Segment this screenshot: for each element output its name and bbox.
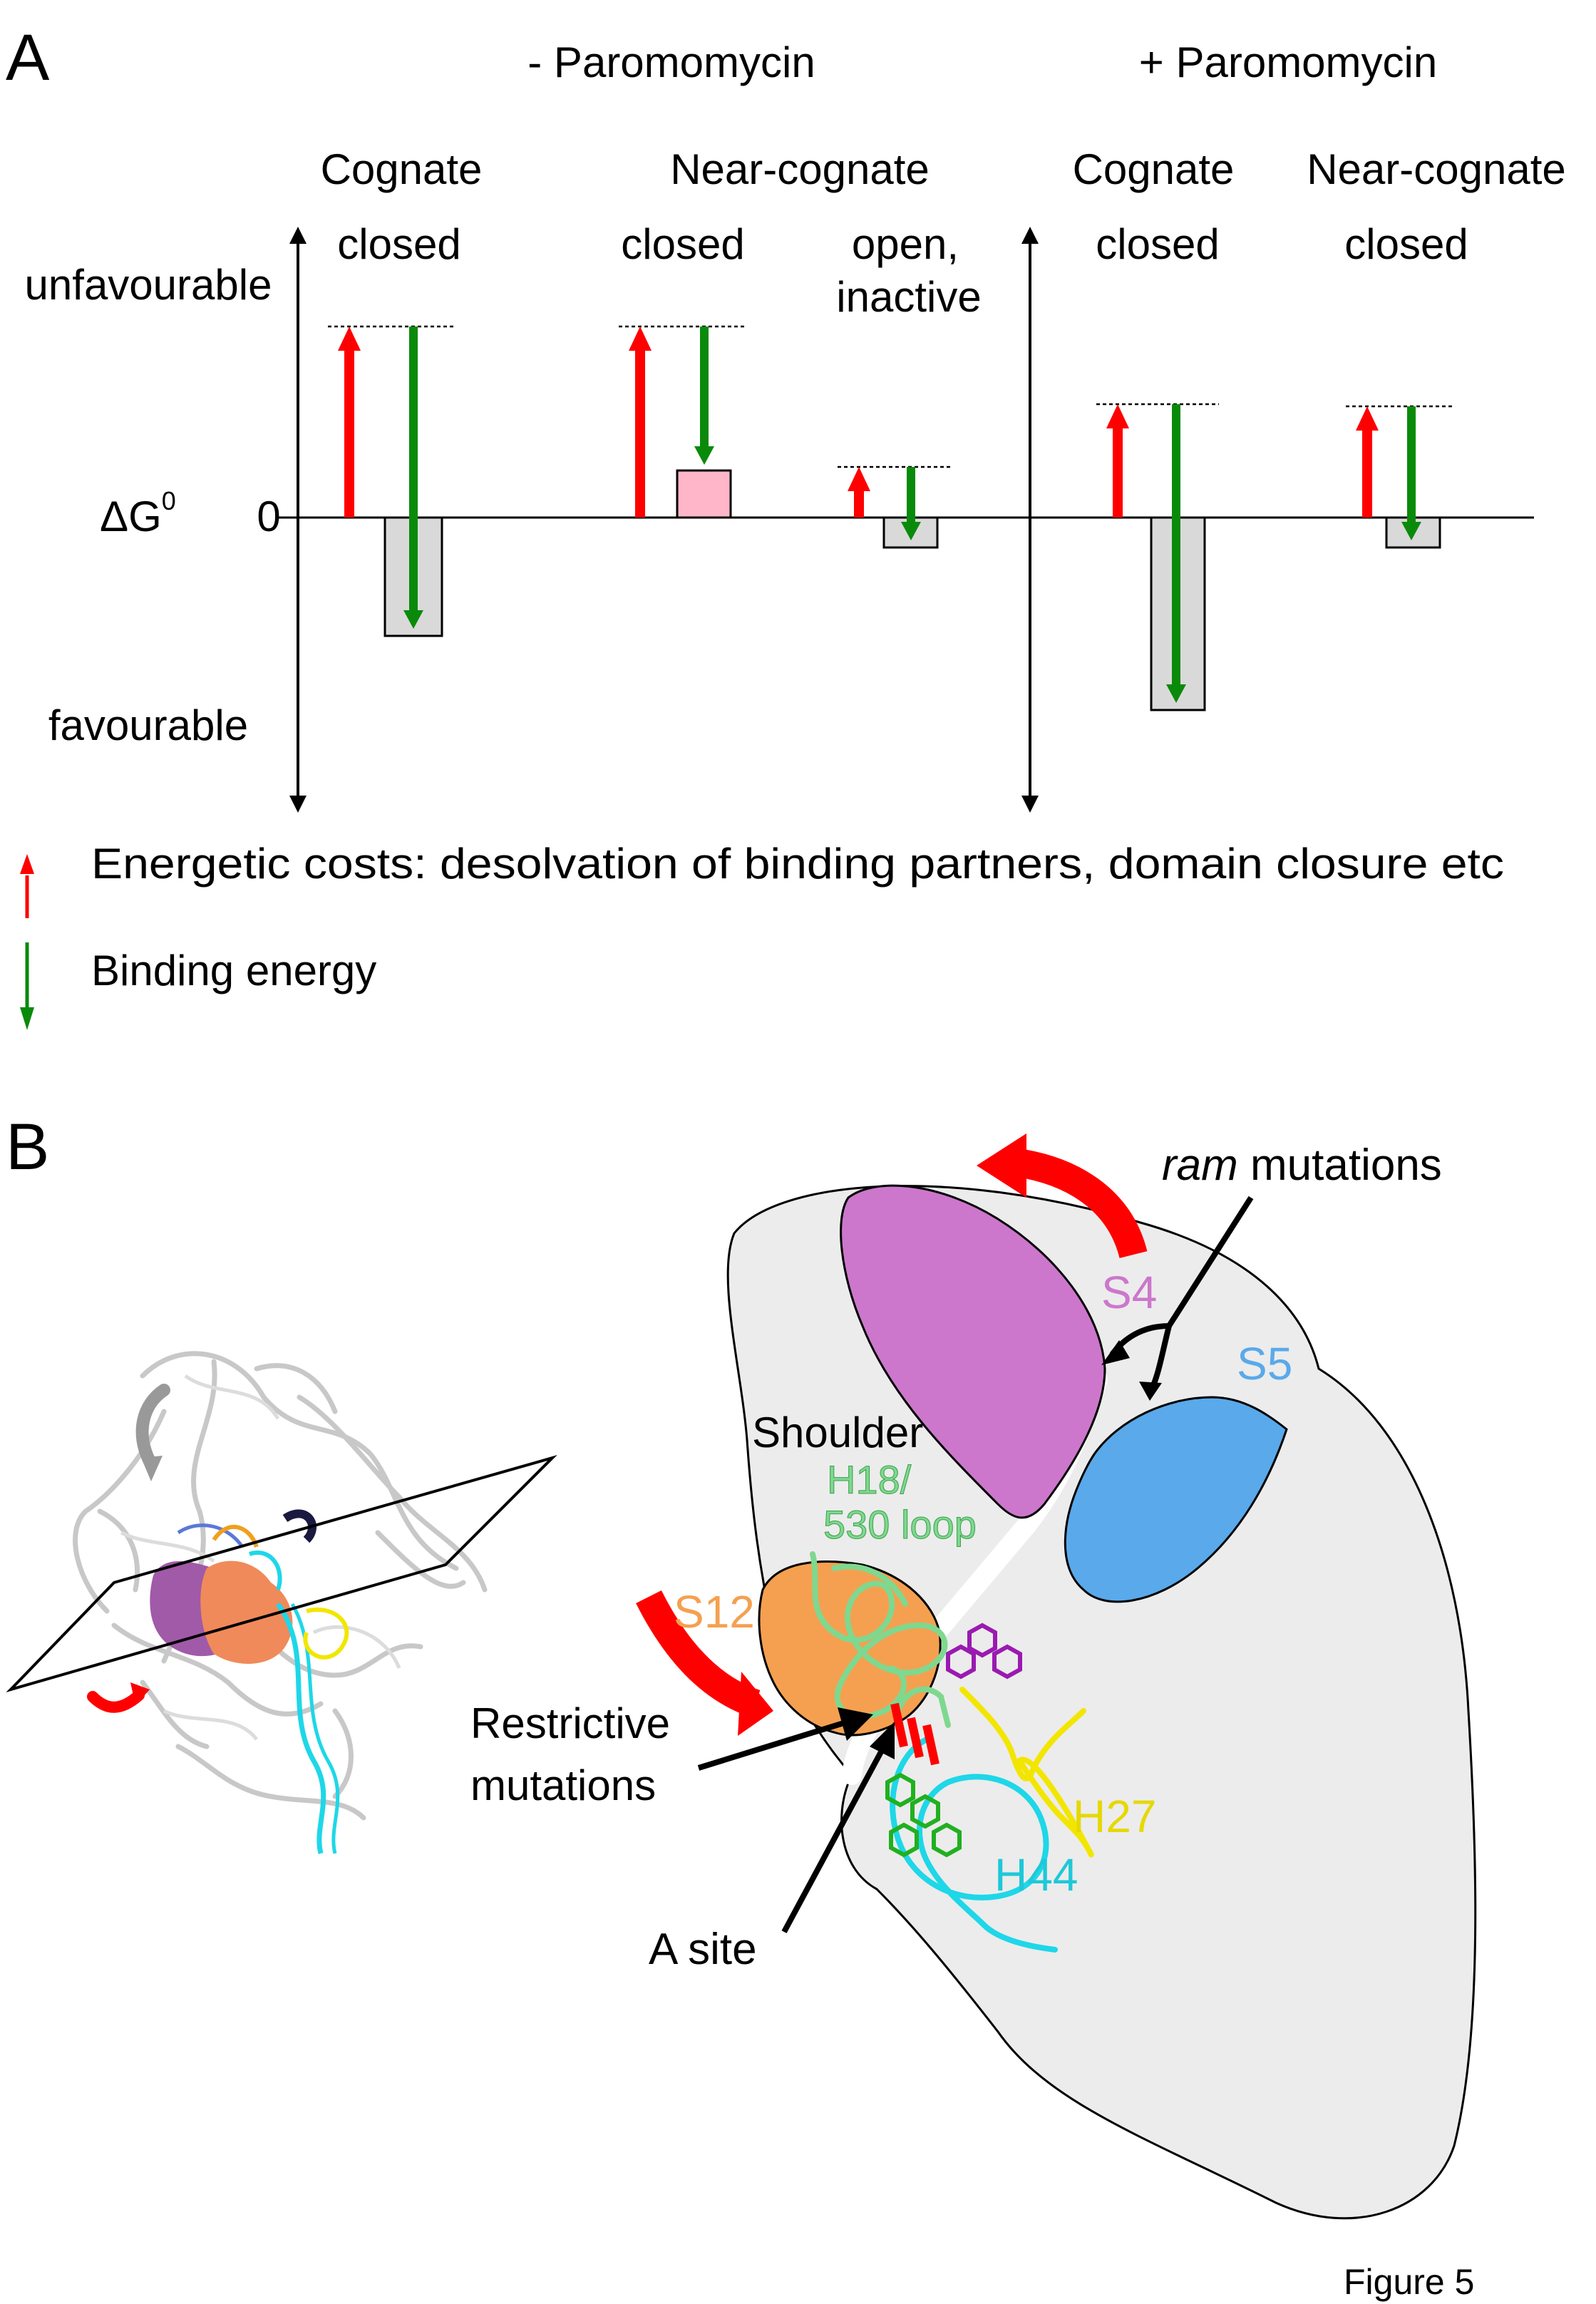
cost-arrow-2-head [629,326,652,351]
s4-label: S4 [1101,1267,1157,1318]
legend-cost-arrow [20,854,34,918]
ribosome-structure-image [6,1351,557,1854]
restrictive-mutation-arrow [697,1707,873,1771]
binding-arrow-1-head [403,610,423,629]
h44-label: H44 [994,1849,1078,1901]
energy-marks [328,325,1454,711]
s5-domain [1064,1396,1288,1603]
cost-arrow-5-head [1356,406,1379,431]
cost-arrow-4-head [1106,404,1129,428]
ram-arrowhead-s5 [1139,1382,1162,1401]
axis-left [289,227,307,813]
s12-domain [758,1560,942,1737]
a-site-nucleotides [885,1772,962,1858]
a-site-arrow [781,1722,895,1933]
y-bottom-label: favourable [48,701,248,749]
panel-b-label: B [6,1111,49,1183]
binding-arrow-3-head [901,522,921,540]
h18-label-line2: 530 loop [823,1502,977,1547]
s12-label: S12 [674,1586,755,1637]
delta-g-label: ΔG0 [100,486,176,540]
s12-movement-arrow [636,1590,773,1736]
codon-anticodon-bars [890,1702,939,1766]
col1-line2: closed [337,220,460,268]
col1-line1: Cognate [321,145,483,193]
binding-arrow-5-head [1401,522,1421,540]
cost-arrow-3-head [848,467,870,491]
ram-mutations-label: ram mutations [1162,1141,1442,1190]
legend-binding-text: Binding energy [91,947,376,994]
binding-arrow-4-head [1166,684,1186,703]
col5-line1: Near-cognate [1307,145,1566,193]
paromomycin-rings [946,1622,1022,1680]
col3-line2: inactive [836,273,981,321]
a-site-label: A site [649,1925,757,1974]
h27-label: H27 [1073,1791,1156,1842]
figure-caption: Figure 5 [1344,2262,1474,2302]
cost-arrow-1-head [338,326,361,351]
axis-right [1021,227,1039,813]
h18-label-line1: H18/ [827,1457,912,1502]
h27-helix [959,1687,1094,1858]
restrictive-label-line2: mutations [470,1762,656,1809]
binding-arrow-2-head [694,446,714,465]
col4-line1: Cognate [1073,145,1235,193]
legend-cost-text: Energetic costs: desolvation of binding … [91,840,1504,888]
s4-domain [840,1184,1106,1519]
col2-line1: Near-cognate [670,145,930,193]
ram-arrowhead-s4 [1101,1340,1130,1365]
header-plus-paromomycin: + Paromomycin [1139,38,1437,86]
col4-line2: closed [1096,220,1219,268]
net-energy-bar-2 [676,469,732,519]
h44-helix [890,1737,1058,1953]
header-minus-paromomycin: - Paromomycin [527,38,815,86]
legend-binding-arrow [20,942,34,1030]
shoulder-label: Shoulder [752,1409,923,1456]
zero-label: 0 [257,493,280,540]
col2-line2: closed [621,220,744,268]
restrictive-label-line1: Restrictive [470,1699,670,1747]
col5-line2: closed [1344,220,1468,268]
panel-a-label: A [6,21,50,94]
col3-line1: open, [852,220,959,268]
s5-label: S5 [1237,1338,1292,1389]
delta-g-superscript: 0 [162,486,176,515]
y-top-label: unfavourable [25,261,272,309]
s4-movement-arrow [977,1133,1148,1259]
